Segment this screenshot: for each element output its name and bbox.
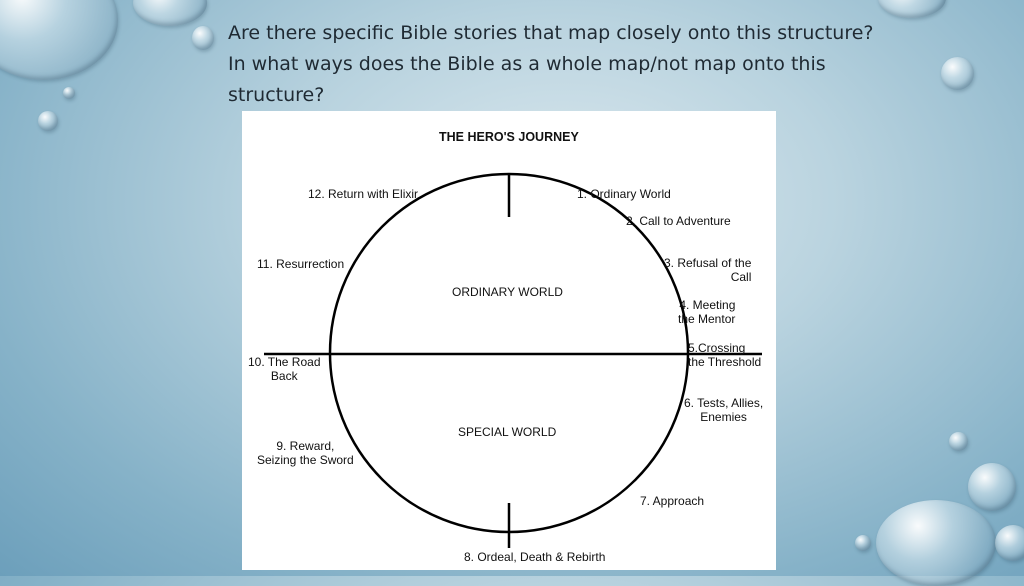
- stage-11-label: 11. Resurrection: [257, 257, 345, 271]
- water-droplet: [38, 111, 58, 131]
- stage-2-label: 2. Call to Adventure: [626, 214, 731, 228]
- question-line-1: Are there specific Bible stories that ma…: [228, 22, 874, 44]
- stage-8-label: 8. Ordeal, Death & Rebirth: [464, 550, 606, 564]
- heros-journey-diagram: THE HERO'S JOURNEY ORDINARY WORLD SPECIA…: [242, 111, 776, 570]
- region-ordinary-world: ORDINARY WORLD: [452, 285, 563, 299]
- water-droplet: [878, 0, 946, 18]
- water-droplet: [133, 0, 207, 26]
- stage-4-label: 4. Meeting the Mentor: [678, 298, 736, 326]
- stage-9-label: 9. Reward, Seizing the Sword: [257, 439, 354, 467]
- stage-1-label: 1. Ordinary World: [577, 187, 671, 201]
- diagram-title: THE HERO'S JOURNEY: [439, 130, 579, 144]
- stage-6-label: 6. Tests, Allies, Enemies: [684, 396, 764, 424]
- region-special-world: SPECIAL WORLD: [458, 425, 557, 439]
- journey-circle-svg: [264, 172, 762, 548]
- water-droplet: [0, 0, 118, 80]
- water-droplet: [941, 57, 974, 90]
- slide-question: Are there specific Bible stories that ma…: [228, 18, 948, 111]
- water-droplet: [63, 87, 75, 99]
- question-line-2: In what ways does the Bible as a whole m…: [228, 53, 826, 75]
- water-droplet: [968, 463, 1016, 511]
- water-droplet: [995, 525, 1024, 561]
- stage-12-label: 12. Return with Elixir: [308, 187, 419, 201]
- stage-10-label: 10. The Road Back: [248, 355, 321, 383]
- water-droplet: [192, 26, 214, 50]
- water-droplet: [949, 432, 968, 451]
- water-droplet: [876, 500, 996, 586]
- stage-5-label: 5.Crossing the Threshold: [688, 341, 762, 369]
- stage-7-label: 7. Approach: [640, 494, 705, 508]
- stage-3-label: 3. Refusal of the Call: [664, 256, 752, 284]
- question-line-3: structure?: [228, 84, 325, 106]
- water-droplet: [855, 535, 871, 551]
